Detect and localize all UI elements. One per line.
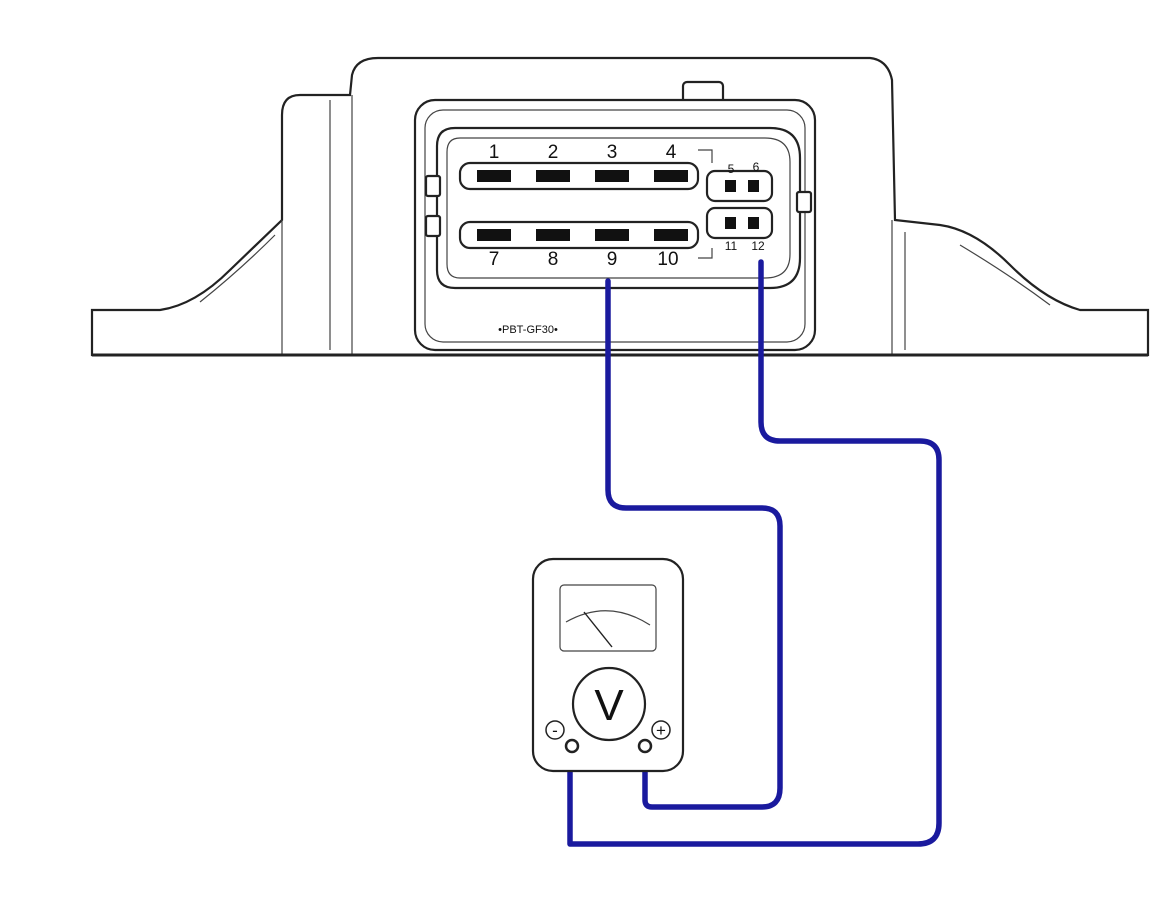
pin-label-5: 5 — [728, 162, 735, 176]
pin-label-9: 9 — [607, 249, 618, 270]
meter-needle — [583, 611, 613, 648]
voltmeter: V - + — [531, 557, 685, 773]
pin-label-7: 7 — [489, 249, 500, 270]
pin-4-terminal — [654, 170, 688, 182]
pin-label-6: 6 — [753, 160, 760, 174]
pin-9-terminal — [595, 229, 629, 241]
pin-labels: 1 2 3 4 7 8 9 10 — [489, 142, 679, 270]
connector-shell — [413, 98, 817, 352]
negative-terminal — [564, 738, 580, 754]
pin-10-terminal — [654, 229, 688, 241]
pin-terminals — [477, 170, 759, 241]
pin-label-10: 10 — [657, 249, 678, 270]
material-marking: •PBT-GF30• — [498, 324, 558, 336]
pin-3-terminal — [595, 170, 629, 182]
pin-label-3: 3 — [607, 142, 618, 163]
pin-2-terminal — [536, 170, 570, 182]
pin-label-11: 11 — [725, 239, 738, 253]
pin-11-terminal — [725, 217, 736, 229]
negative-symbol-ring — [545, 720, 565, 740]
pin-label-12: 12 — [751, 239, 765, 253]
positive-terminal — [637, 738, 653, 754]
pin-12-terminal — [748, 217, 759, 229]
small-pin-labels: 5 6 11 12 — [725, 160, 765, 253]
positive-symbol: + — [656, 721, 666, 740]
meter-unit-symbol: V — [594, 681, 624, 730]
wire-pin-9-to-positive — [605, 278, 783, 810]
pin-5-terminal — [725, 180, 736, 192]
meter-scale-window — [559, 584, 657, 652]
negative-symbol: - — [552, 721, 558, 740]
pin-label-4: 4 — [666, 142, 677, 163]
wire-pin-12-to-negative — [567, 259, 942, 847]
pin-8-terminal — [536, 229, 570, 241]
pin-1-terminal — [477, 170, 511, 182]
pin-7-terminal — [477, 229, 511, 241]
positive-symbol-ring — [651, 720, 671, 740]
pin-6-terminal — [748, 180, 759, 192]
pin-label-1: 1 — [489, 142, 500, 163]
meter-dial — [571, 666, 647, 742]
pin-label-2: 2 — [548, 142, 559, 163]
pin-label-8: 8 — [548, 249, 559, 270]
meter-scale-arc — [565, 610, 651, 626]
